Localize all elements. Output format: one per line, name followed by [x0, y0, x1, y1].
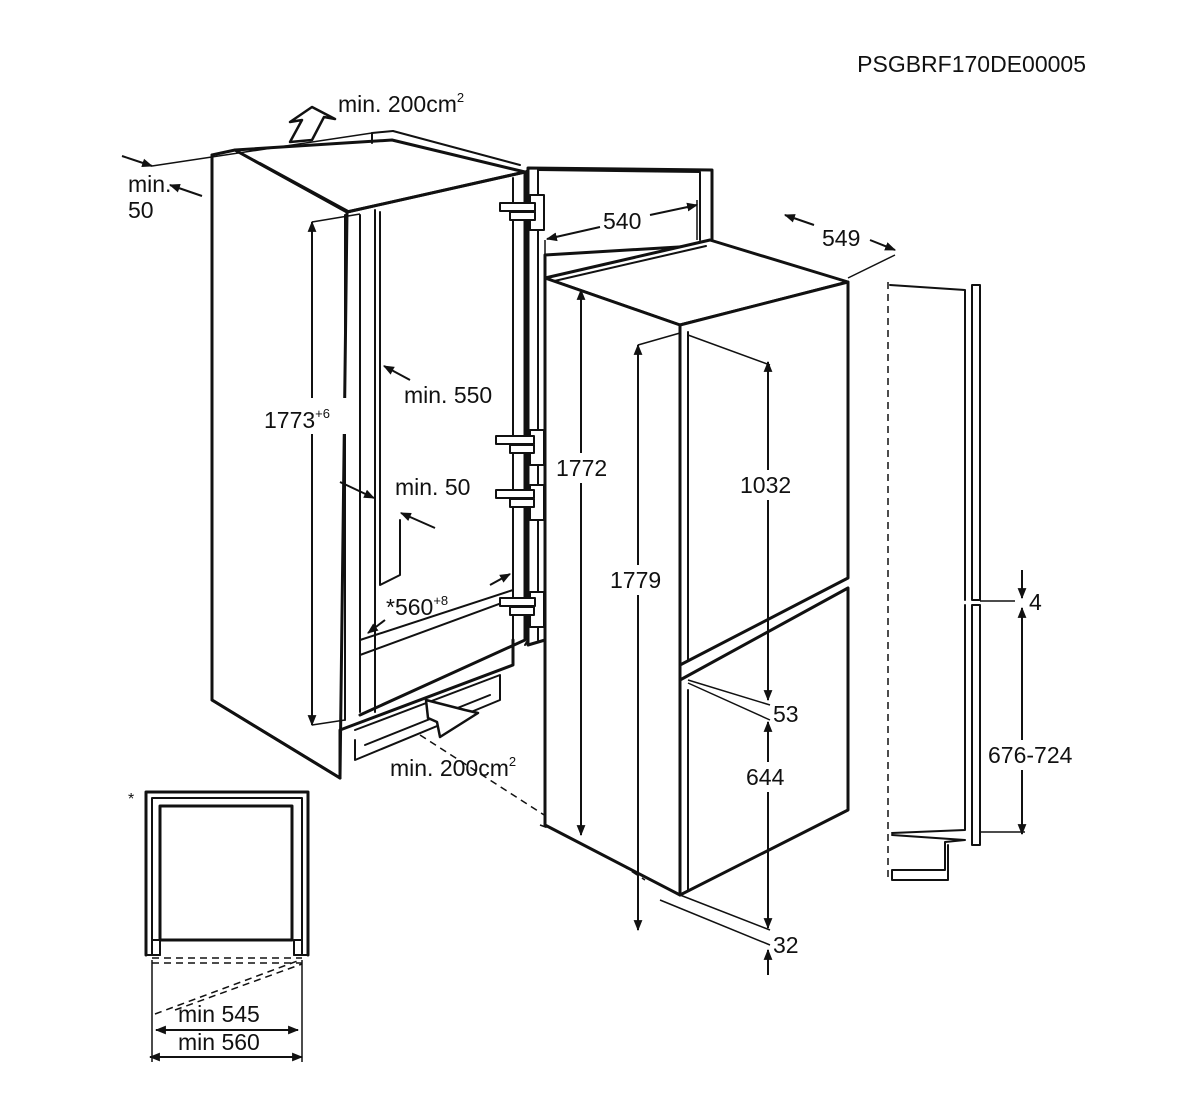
- depth-min-label: min. 550: [404, 382, 492, 408]
- vent-top-label: min. 200cm2: [338, 90, 464, 117]
- fixing-range-label: 676-724: [988, 742, 1073, 768]
- ventilation-up-arrow: [288, 105, 337, 144]
- body-height-label: 1772: [556, 455, 607, 481]
- bottom-offset-label: 32: [773, 932, 799, 958]
- depth-label: 540: [603, 208, 641, 234]
- niche-cabinet: [210, 130, 529, 780]
- plan-min-outer-label: min 560: [178, 1029, 260, 1055]
- rear-gap-label-2: 50: [128, 197, 154, 223]
- niche-height-label: 1773+6: [264, 406, 330, 433]
- depth-with-door-label: 549: [822, 225, 860, 251]
- plan-min-inner-label: min 545: [178, 1001, 260, 1027]
- fixing-gap-label: 4: [1029, 589, 1042, 615]
- lower-door-label: 644: [746, 764, 785, 790]
- document-code: PSGBRF170DE00005: [857, 51, 1086, 77]
- total-height-label: 1779: [610, 567, 661, 593]
- ventilation-in-arrow: [424, 698, 480, 739]
- side-gap-label: min. 50: [395, 474, 470, 500]
- hinge-bottom: [499, 591, 545, 628]
- door-fixing-profile: [887, 282, 1025, 881]
- appliance-body: [543, 238, 850, 897]
- upper-door-label: 1032: [740, 472, 791, 498]
- plan-view: [144, 790, 310, 1062]
- hinge-lower-mid: [495, 484, 545, 521]
- vent-bottom-label: min. 200cm2: [390, 754, 516, 781]
- hinge-upper-mid: [495, 429, 545, 466]
- rear-gap-label-1: min.: [128, 171, 171, 197]
- niche-width-label: *560+8: [386, 593, 448, 620]
- plan-note-marker: *: [128, 791, 134, 808]
- door-gap-label: 53: [773, 701, 799, 727]
- hinge-top: [499, 194, 545, 231]
